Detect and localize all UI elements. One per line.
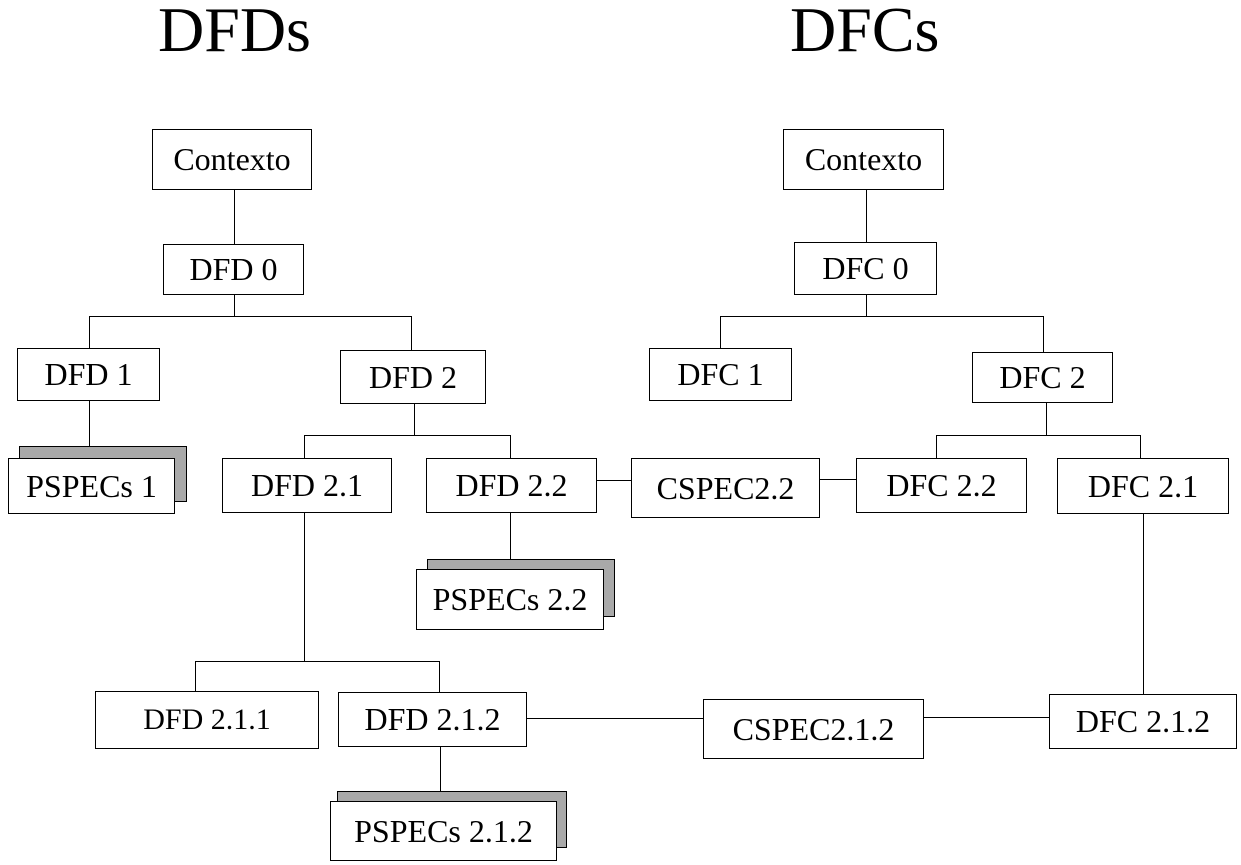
connector: [440, 747, 441, 801]
contexto-dfd-node: Contexto: [152, 129, 312, 190]
contexto-dfc-node: Contexto: [783, 129, 944, 190]
connector: [234, 294, 235, 316]
connector: [597, 480, 631, 481]
connector: [89, 316, 90, 348]
connector: [439, 661, 440, 692]
node-label: DFC 2.1: [1087, 467, 1199, 504]
node-label: DFD 0: [189, 251, 278, 287]
connector: [89, 316, 412, 317]
connector: [527, 718, 703, 719]
connector: [304, 513, 305, 661]
dfc-2-node: DFC 2: [972, 352, 1113, 403]
connector: [1043, 316, 1044, 352]
node-label: PSPECs 2.2: [432, 581, 588, 617]
connector: [1143, 514, 1144, 694]
connector: [234, 190, 235, 245]
dfd-2-1-2-node: DFD 2.1.2: [338, 692, 527, 747]
pspecs-1-node: PSPECs 1: [8, 458, 175, 514]
connector: [510, 513, 511, 569]
connector: [414, 403, 415, 435]
connector: [720, 316, 721, 348]
node-label: DFD 2.1: [250, 467, 363, 503]
connector: [720, 316, 1044, 317]
node-label: PSPECs 1: [26, 467, 157, 504]
dfc-2-2-node: DFC 2.2: [856, 458, 1027, 513]
node-label: DFC 2.1.2: [1075, 703, 1211, 739]
pspecs-2-1-2-node: PSPECs 2.1.2: [330, 801, 557, 861]
dfc-0-node: DFC 0: [794, 242, 937, 295]
dfd-0-node: DFD 0: [163, 244, 304, 295]
node-label: CSPEC2.1.2: [732, 710, 895, 747]
dfc-1-node: DFC 1: [649, 348, 792, 401]
connector: [936, 435, 937, 458]
dfc-2-1-2-node: DFC 2.1.2: [1049, 694, 1237, 749]
node-label: DFD 2: [368, 358, 457, 395]
connector: [1140, 435, 1141, 458]
dfd-2-2-node: DFD 2.2: [426, 458, 597, 513]
connector: [195, 661, 196, 691]
node-label: DFD 2.1.2: [364, 701, 501, 737]
cspec-2-1-2-node: CSPEC2.1.2: [703, 699, 924, 759]
node-label: DFD 2.2: [455, 467, 568, 503]
connector: [924, 717, 1049, 718]
connector: [510, 435, 511, 458]
connector: [304, 435, 305, 458]
connector: [820, 479, 856, 480]
node-label: DFD 2.1.1: [143, 703, 271, 736]
node-label: Contexto: [173, 141, 291, 177]
node-label: DFD 1: [44, 356, 133, 392]
node-label: Contexto: [804, 141, 923, 177]
dfd-2-1-node: DFD 2.1: [222, 458, 392, 513]
dfd-2-node: DFD 2: [340, 350, 486, 404]
node-label: DFC 2: [999, 359, 1086, 395]
node-label: DFC 0: [822, 250, 909, 286]
dfc-2-1-node: DFC 2.1: [1057, 458, 1229, 514]
connector: [89, 401, 90, 459]
connector: [304, 435, 511, 436]
dfd-2-1-1-node: DFD 2.1.1: [95, 691, 319, 749]
node-label: PSPECs 2.1.2: [354, 812, 533, 849]
connector: [866, 295, 867, 316]
pspecs-2-2-node: PSPECs 2.2: [416, 569, 604, 630]
dfd-1-node: DFD 1: [17, 348, 160, 401]
connector: [866, 190, 867, 242]
node-label: DFC 2.2: [886, 467, 997, 503]
dfcs-heading: DFCs: [790, 0, 940, 65]
connector: [195, 661, 440, 662]
connector: [936, 435, 1141, 436]
node-label: CSPEC2.2: [656, 469, 795, 506]
node-label: DFC 1: [677, 356, 764, 392]
cspec-2-2-node: CSPEC2.2: [631, 458, 820, 518]
connector: [1046, 403, 1047, 435]
dfds-heading: DFDs: [158, 0, 311, 65]
connector: [411, 316, 412, 350]
